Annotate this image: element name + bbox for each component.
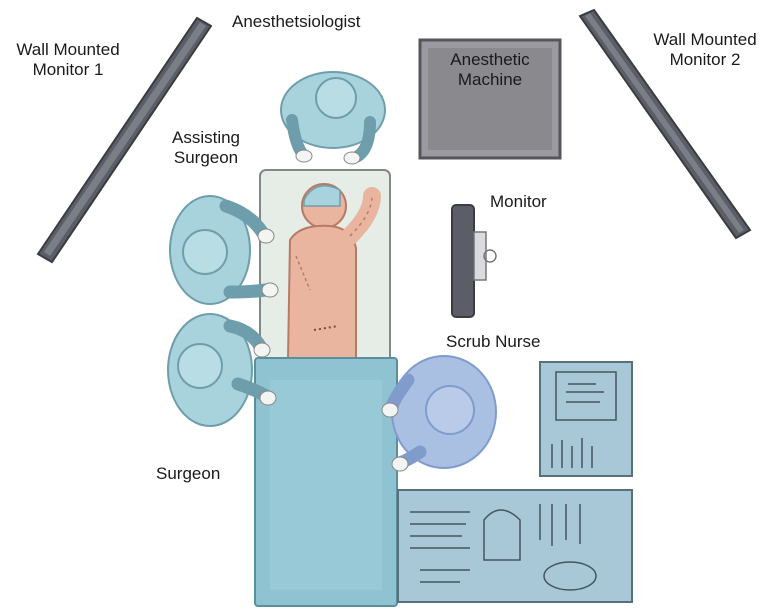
- sterile-drape: [255, 358, 397, 606]
- label-wall-monitor-2-line1: Wall Mounted: [640, 30, 770, 50]
- label-wall-monitor-1-line1: Wall Mounted: [8, 40, 128, 60]
- instrument-tray-large: [398, 490, 632, 602]
- label-assisting-surgeon-line1: Assisting: [156, 128, 256, 148]
- label-wall-monitor-1-line2: Monitor 1: [8, 60, 128, 80]
- label-assisting-surgeon: Assisting Surgeon: [156, 128, 256, 168]
- label-anesthetic-machine-line1: Anesthetic: [440, 50, 540, 70]
- label-wall-monitor-2: Wall Mounted Monitor 2: [640, 30, 770, 70]
- label-anesthesiologist: Anesthetsiologist: [232, 12, 361, 32]
- label-anesthetic-machine-line2: Machine: [440, 70, 540, 90]
- label-wall-monitor-2-line2: Monitor 2: [640, 50, 770, 70]
- instrument-tray-small: [540, 362, 632, 476]
- label-wall-monitor-1: Wall Mounted Monitor 1: [8, 40, 128, 80]
- label-surgeon: Surgeon: [156, 464, 220, 484]
- label-monitor: Monitor: [490, 192, 547, 212]
- side-monitor: [452, 205, 496, 317]
- label-anesthetic-machine: Anesthetic Machine: [440, 50, 540, 90]
- anesthesiologist-figure: [281, 72, 385, 164]
- label-scrub-nurse: Scrub Nurse: [446, 332, 540, 352]
- scrub-nurse-figure: [382, 356, 496, 471]
- label-assisting-surgeon-line2: Surgeon: [156, 148, 256, 168]
